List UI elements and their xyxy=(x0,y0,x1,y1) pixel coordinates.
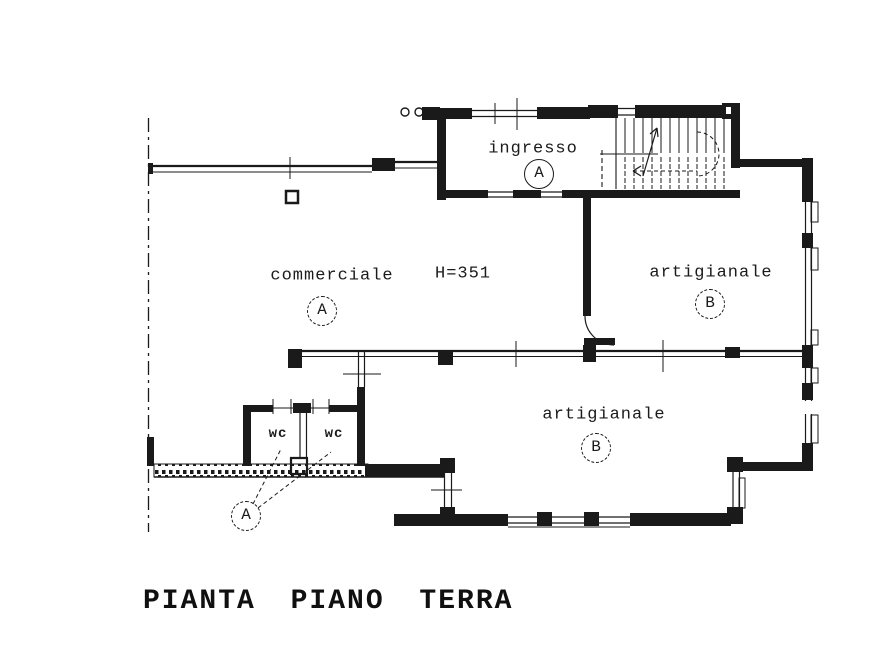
unit-badge-commerciale-a: A xyxy=(307,296,337,326)
plan-title: PIANTA PIANO TERRA xyxy=(143,586,514,617)
hatched-wall xyxy=(154,464,445,477)
room-label-ingresso: ingresso xyxy=(488,139,578,159)
partition-door xyxy=(583,198,615,353)
room-label-commerciale: commerciale xyxy=(270,266,394,286)
column xyxy=(286,191,298,203)
room-label-artigianale-lower: artigianale xyxy=(542,405,666,425)
right-wall xyxy=(740,158,818,463)
unit-badge-artigianale-lower-b: B xyxy=(581,433,611,463)
bottom-right-walls xyxy=(727,457,813,524)
ceiling-height-note: H=351 xyxy=(434,264,492,284)
bottom-wall xyxy=(394,512,731,527)
room-label-wc-left: wc xyxy=(268,426,288,442)
wc-leader-lines xyxy=(253,449,331,508)
front-window-band xyxy=(148,157,438,179)
lower-left-wall xyxy=(431,458,462,523)
middle-wall xyxy=(288,340,804,372)
unit-badge-wc-a: A xyxy=(231,501,261,531)
unit-badge-artigianale-upper-b: B xyxy=(695,289,725,319)
room-label-wc-right: wc xyxy=(324,426,344,442)
unit-badge-ingresso-a: A xyxy=(524,159,554,189)
room-label-artigianale-upper: artigianale xyxy=(649,263,773,283)
staircase xyxy=(600,107,740,189)
wc-walls xyxy=(147,352,381,474)
